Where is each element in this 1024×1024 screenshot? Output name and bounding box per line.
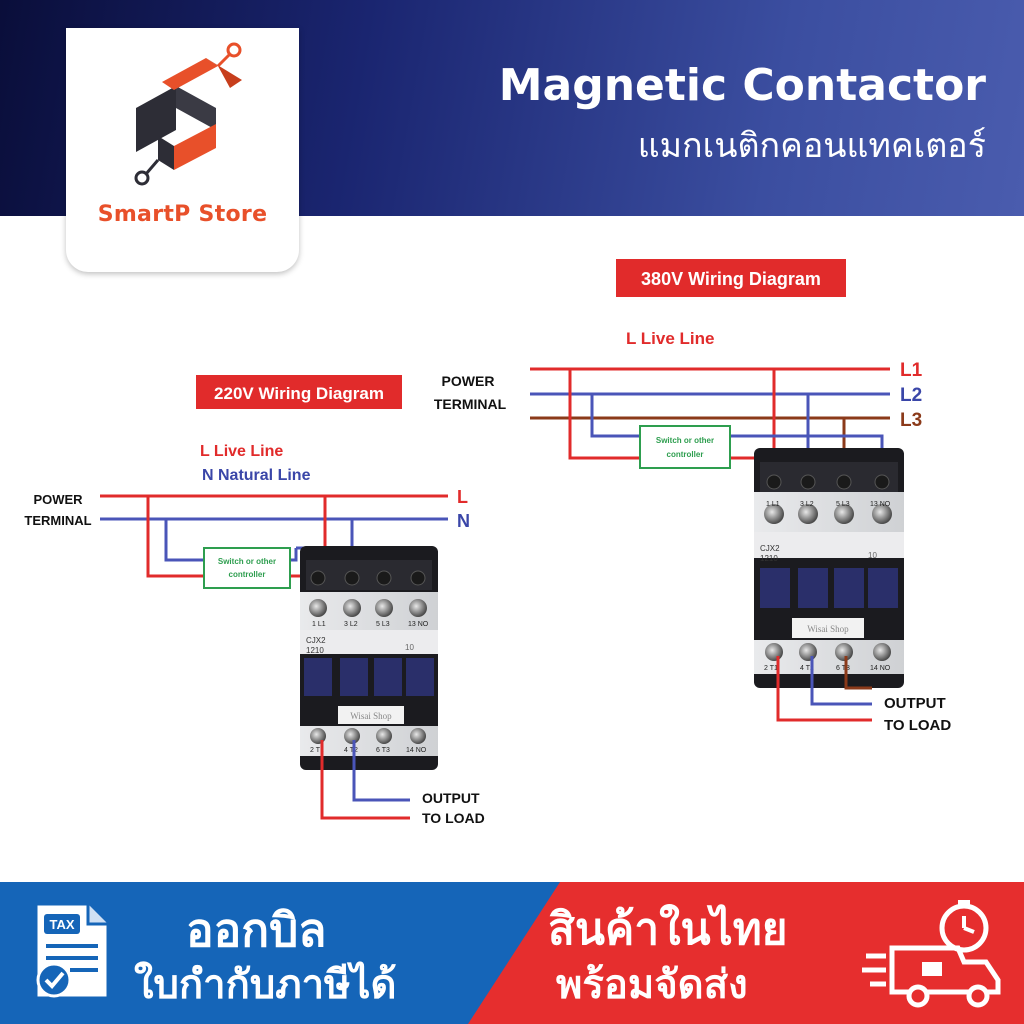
top-terminal-1: 1 L1 <box>312 621 326 628</box>
tax-document-icon: TAX <box>34 902 110 1000</box>
model-line-1: CJX2 <box>306 636 326 645</box>
page-title: Magnetic Contactor <box>498 60 986 111</box>
line-l1-label: L1 <box>900 360 923 381</box>
line-l2-label: L2 <box>900 385 922 406</box>
output-label-1: OUTPUT <box>422 790 480 806</box>
switch-label-1: Switch or other <box>218 557 276 566</box>
top-terminal-2: 3 L2 <box>344 621 358 628</box>
model-380-line-2: 1210 <box>760 554 778 563</box>
top-terminal-4: 13 NO <box>408 621 429 628</box>
output-label-380-2: TO LOAD <box>884 717 951 734</box>
shop-label-380: Wisai Shop <box>807 624 849 634</box>
top-terminal-380-3: 5 L3 <box>836 501 850 508</box>
model-line-2: 1210 <box>306 646 324 655</box>
bottom-terminal-380-3: 6 T3 <box>836 665 850 672</box>
bottom-terminal-4: 14 NO <box>406 747 427 754</box>
badge-220v-bg <box>196 375 402 409</box>
bottom-terminal-1: 2 T1 <box>310 747 324 754</box>
bottom-terminal-2: 4 T2 <box>344 747 358 754</box>
footer-right-panel <box>468 882 1024 1024</box>
shop-label: Wisai Shop <box>350 711 392 721</box>
legend-natural-line: N Natural Line <box>202 467 311 484</box>
line-l-label: L <box>457 487 468 507</box>
wiring-diagrams: 220V Wiring Diagram L Live Line N Natura… <box>24 259 951 826</box>
legend-live-line: L Live Line <box>200 443 283 460</box>
terminal-label-380: TERMINAL <box>434 396 507 412</box>
line-l3-label: L3 <box>900 410 922 431</box>
output-label-380-1: OUTPUT <box>884 695 946 712</box>
output-label-2: TO LOAD <box>422 810 485 826</box>
badge-380v: 380V Wiring Diagram <box>641 269 821 289</box>
model-line-3: 10 <box>405 643 414 652</box>
switch-label-2: controller <box>229 570 266 579</box>
switch-controller-box <box>203 547 291 589</box>
footer-invoice-title: ออกบิล <box>186 903 327 957</box>
footer-invoice-subtitle: ใบกำกับภาษีได้ <box>134 962 397 1008</box>
top-terminal-380-1: 1 L1 <box>766 501 780 508</box>
power-label-380: POWER <box>442 373 495 389</box>
legend-live-line-380: L Live Line <box>626 329 715 348</box>
top-terminal-380-2: 3 L2 <box>800 501 814 508</box>
contactor-380v: CJX2 1210 10 Wisai Shop 1 L1 3 L2 5 L3 1… <box>754 448 904 688</box>
power-label: POWER <box>33 492 83 507</box>
footer-banner: TAX ออกบิล ใบกำกับภาษีได้ สินค้าในไทย พร… <box>0 882 1024 1024</box>
bottom-terminal-380-2: 4 T2 <box>800 665 814 672</box>
model-380-line-1: CJX2 <box>760 544 780 553</box>
switch-controller-box-380 <box>639 425 731 469</box>
contactor-220v: CJX2 1210 10 Wisai Shop 1 L1 3 L2 5 L3 1… <box>300 546 438 770</box>
page-subtitle-thai: แมกเนติกคอนแทคเตอร์ <box>637 126 986 166</box>
model-380-line-3: 10 <box>868 551 877 560</box>
diagram-220v: 220V Wiring Diagram L Live Line N Natura… <box>24 375 485 826</box>
badge-220v: 220V Wiring Diagram <box>214 384 384 403</box>
brand-logo-card: SmartP Store <box>66 28 299 272</box>
badge-380v-bg <box>616 259 846 297</box>
bottom-terminal-3: 6 T3 <box>376 747 390 754</box>
top-terminal-3: 5 L3 <box>376 621 390 628</box>
switch-label-380-1: Switch or other <box>656 436 714 445</box>
bottom-terminal-380-4: 14 NO <box>870 665 891 672</box>
brand-logo-icon <box>134 42 242 186</box>
line-n-label: N <box>457 511 470 531</box>
tax-icon-label: TAX <box>49 917 74 932</box>
footer-shipping-subtitle: พร้อมจัดส่ง <box>556 962 748 1008</box>
diagram-380v: 380V Wiring Diagram L Live Line POWER TE… <box>434 259 951 734</box>
terminal-label: TERMINAL <box>24 513 91 528</box>
switch-label-380-2: controller <box>667 450 704 459</box>
footer-shipping-title: สินค้าในไทย <box>548 904 788 955</box>
top-terminal-380-4: 13 NO <box>870 501 891 508</box>
brand-name: SmartP Store <box>97 202 268 227</box>
bottom-terminal-380-1: 2 T1 <box>764 665 778 672</box>
fast-delivery-truck-icon <box>862 900 1001 1008</box>
